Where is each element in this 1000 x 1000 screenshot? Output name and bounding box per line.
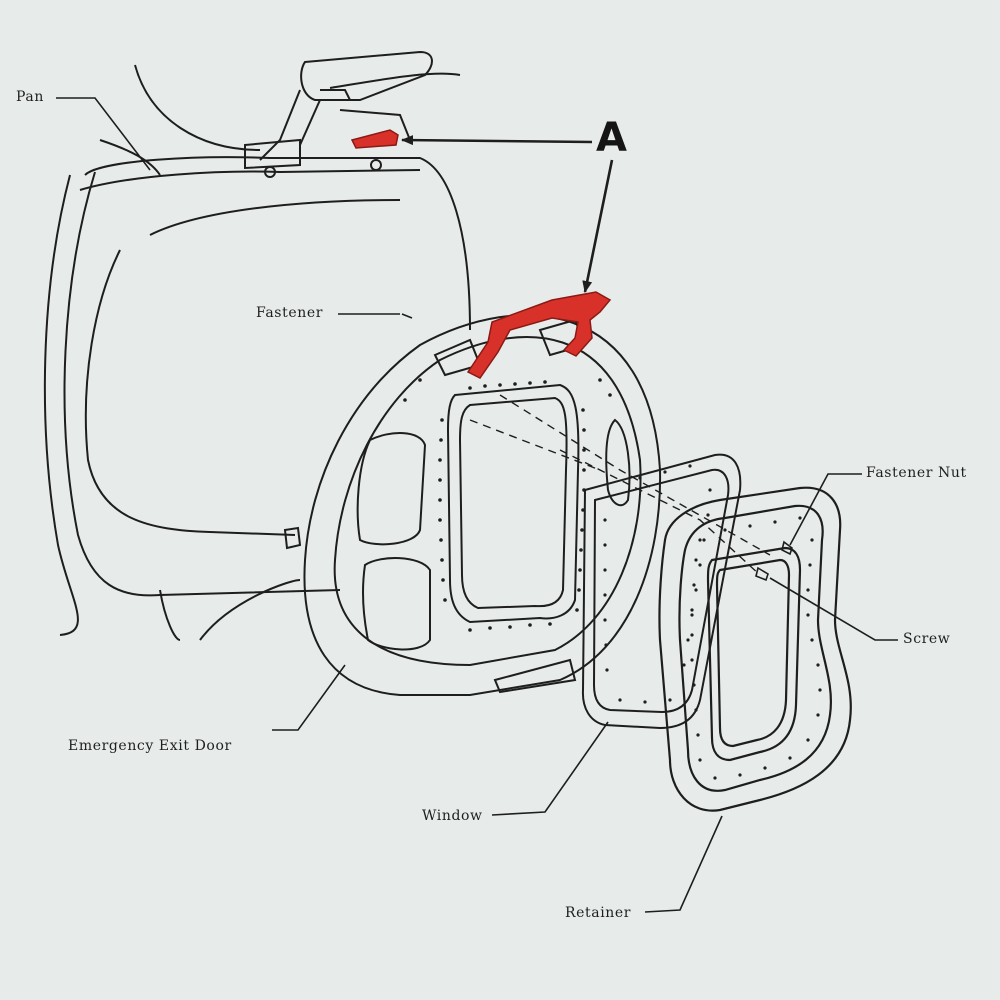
callout-a-label: A [596, 115, 627, 161]
retainer-rivets [690, 516, 822, 780]
window-rivets [603, 464, 712, 704]
label-fastener-nut: Fastener Nut [866, 465, 967, 481]
label-pan: Pan [16, 89, 44, 105]
callout-a-arrow-handle [582, 159, 614, 293]
callout-a-arrow-top [401, 135, 593, 146]
upper-hinge-bracket [244, 50, 433, 178]
upper-latch-highlight [350, 129, 399, 149]
emergency-exit-door-leader [272, 664, 346, 731]
emergency-exit-door [283, 314, 662, 696]
label-retainer: Retainer [565, 905, 632, 921]
callout-a-arrows [401, 135, 614, 293]
alignment-lines [469, 394, 771, 576]
fastener-nut-leader [789, 473, 862, 546]
pan-frame [43, 64, 471, 641]
label-fastener: Fastener [256, 305, 324, 321]
label-window: Window [422, 808, 483, 824]
door-rivets [403, 378, 612, 632]
retainer-frame [658, 486, 852, 812]
screw-leader [769, 577, 898, 641]
retainer-leader [644, 815, 723, 913]
pan-leader [56, 97, 151, 171]
door-handle-highlight [466, 291, 612, 379]
leader-lines [56, 97, 898, 913]
label-emergency-exit-door: Emergency Exit Door [68, 738, 232, 754]
label-screw: Screw [903, 631, 951, 647]
window-leader [491, 721, 609, 816]
small-hardware [401, 313, 793, 582]
